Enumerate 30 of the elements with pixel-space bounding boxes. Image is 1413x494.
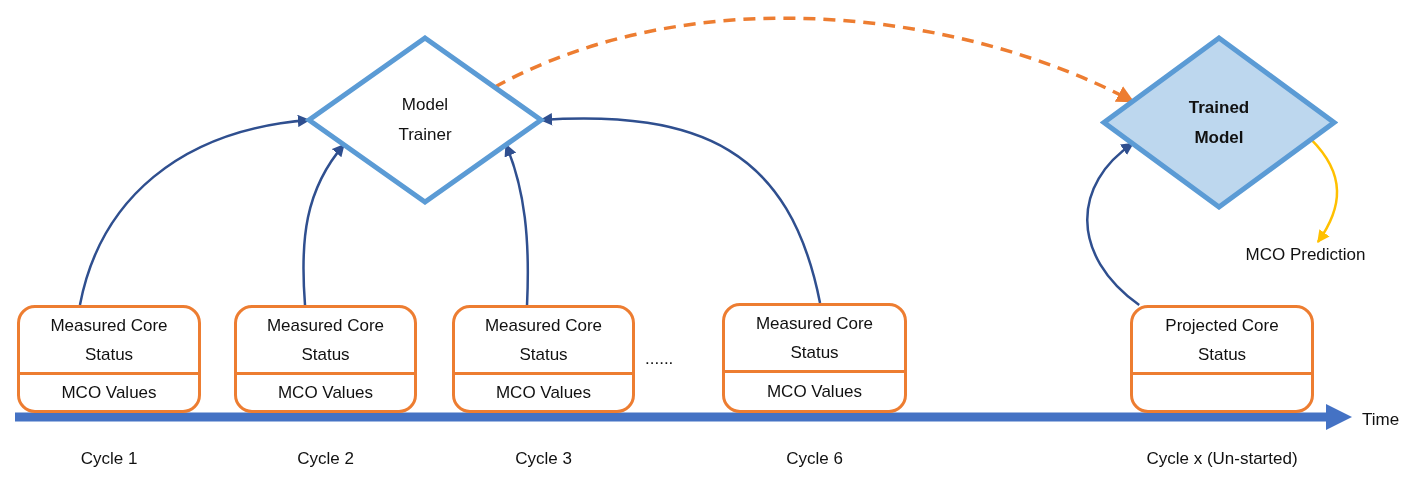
cycle-label: Cycle 6	[785, 448, 844, 470]
arrow	[1086, 142, 1140, 306]
card-heading: Measured Core Status	[483, 315, 604, 366]
cycle-label: Cycle 3	[514, 448, 573, 470]
status-card	[452, 305, 635, 413]
arrow	[302, 143, 345, 306]
status-card	[722, 303, 907, 413]
status-card	[17, 305, 201, 413]
card-value: MCO Values	[495, 381, 592, 404]
card-heading: Projected Core Status	[1164, 315, 1280, 366]
diamond-label: Model Trainer	[397, 94, 453, 146]
output-label: MCO Prediction	[1244, 244, 1367, 266]
card-value: MCO Values	[61, 381, 157, 404]
cycle-label: Cycle 2	[296, 448, 355, 470]
status-card	[234, 305, 417, 413]
cycle-label: Cycle x (Un-started)	[1145, 448, 1299, 470]
card-value: MCO Values	[277, 381, 374, 404]
card-heading: Measured Core Status	[49, 315, 169, 366]
ellipsis-text: ......	[645, 348, 674, 370]
status-card	[1130, 305, 1314, 413]
axis-label: Time	[1362, 409, 1400, 431]
card-value: MCO Values	[766, 380, 863, 403]
diamond-label: Trained Model	[1187, 96, 1251, 149]
arrow	[1310, 138, 1339, 244]
cycle-label: Cycle 1	[79, 448, 139, 470]
card-heading: Measured Core Status	[265, 315, 386, 366]
decision-diamond	[1100, 35, 1338, 210]
arrow	[504, 143, 530, 306]
decision-diamond	[305, 35, 545, 205]
card-heading: Measured Core Status	[754, 313, 875, 364]
